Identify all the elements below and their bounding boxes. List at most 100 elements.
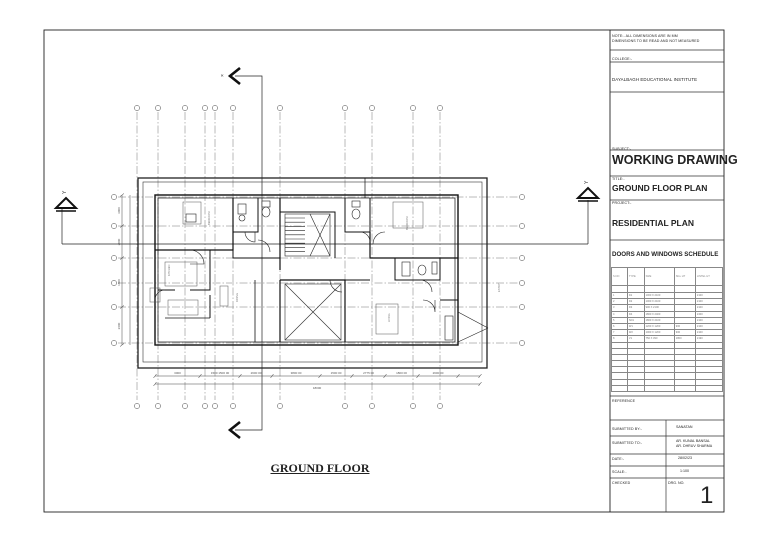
grid-bubble [111,280,117,286]
grid-bubble [155,105,161,111]
dim-tick [270,373,274,379]
title-value: GROUND FLOOR PLAN [612,183,708,193]
grid-bubble [410,105,416,111]
dim-text: 1800 00 [396,371,407,375]
note-line-2: DIMENSIONS TO BE READ AND NOT MEASURED [612,39,700,43]
grid-bubble [230,403,236,409]
section-marker-right: Y [575,180,601,202]
grid-bubble [212,403,218,409]
grid-bubble [277,403,283,409]
fixtures [185,200,454,341]
submitted-by-value: SANATAN [676,425,693,429]
grid-bubble [202,105,208,111]
grid-bubble [134,403,140,409]
grid-bubble [369,403,375,409]
grid-bubble [519,255,525,261]
grid-bubble [519,340,525,346]
scale-label: SCALE:- [612,470,627,474]
dim-text: 2775 00 [363,371,374,375]
dim-tick [119,343,125,347]
section-marker-left: Y [53,190,79,212]
dim-tick [153,373,157,379]
grid-bubble [111,194,117,200]
grid-bubble [437,105,443,111]
plinth-outline [137,177,488,369]
section-lines [61,75,589,431]
svg-text:BEDROOM: BEDROOM [207,212,211,225]
grid-bubble [437,403,443,409]
date-value: 28/02/23 [678,456,692,460]
dim-tick [383,373,387,379]
dim-text: 1500 1500 00 [211,371,230,375]
svg-text:ENTRY: ENTRY [497,283,501,292]
furniture-outlines [149,201,424,335]
date-label: DATE:- [612,457,625,461]
submitted-by-label: SUBMITTED BY:- [612,427,642,431]
grid-bubble [519,280,525,286]
schedule-header-cell: SIZE [643,267,675,286]
checked-label: CHECKED [612,481,631,485]
schedule-empty-row [611,341,724,349]
section-marker-bottom [227,420,241,440]
dim-text: 3800 00 [291,371,302,375]
note-line-1: NOTE:- ALL DIMENSIONS ARE IN MM [612,34,678,38]
dim-tick [416,373,420,379]
dim-tick [153,381,157,387]
grid-bubble [519,223,525,229]
dim-tick [119,305,125,309]
title-label: TITLE:- [612,177,625,181]
schedule-empty-row [611,384,724,393]
dim-tick [318,373,322,379]
dim-text: 3000 [117,207,121,214]
building-walls [154,178,459,346]
schedule-header-cell: SILL HT [673,267,696,286]
schedule-title: DOORS AND WINDOWS SCHEDULE [612,251,719,258]
college-label: COLLEGE:- [612,57,633,61]
grid-bubble [342,403,348,409]
dim-tick [478,381,482,387]
dim-text: 3000 [174,371,181,375]
grid-bubble [410,403,416,409]
subject-value: WORKING DRAWING [612,153,738,167]
svg-text:DINING: DINING [235,293,239,302]
dim-text: 2000 [117,238,121,245]
drg-no-label: DRG. NO. [668,481,685,485]
grid-bubble [182,403,188,409]
submitted-to-label: SUBMITTED TO:- [612,441,643,445]
dim-tick [119,193,125,197]
dim-text: 1800 [117,279,121,286]
grid-bubble [155,403,161,409]
svg-text:Y: Y [584,180,590,184]
grid-bubble [277,105,283,111]
staircase [284,213,331,257]
submitted-to-value-2: AR. DHRUV SHARMA [676,444,713,448]
project-value: RESIDENTIAL PLAN [612,218,695,228]
schedule-spacer-row [611,285,724,293]
grid-bubble [342,105,348,111]
dim-text: 1500 00 [331,371,342,375]
door-swings [154,231,489,343]
dim-tick [350,373,354,379]
project-label: PROJECT:- [612,201,632,205]
svg-text:×: × [220,74,226,77]
svg-text:Y: Y [62,190,68,194]
grid-bubble [111,255,117,261]
dim-tick [198,373,202,379]
submitted-to-value-1: AR. KUNAL BANSAL [676,439,711,443]
scale-value: 1:100 [680,469,689,473]
dim-tick [119,224,125,228]
svg-text:KITCHEN: KITCHEN [167,264,171,276]
grid-bubble [111,340,117,346]
reference-label: REFERENCE [612,399,636,403]
dimension-lines [121,195,480,385]
dimension-ticks [119,193,482,387]
section-marker-top: × [220,66,241,86]
room-labels: BEDROOM BEDROOM KITCHEN DINING LIVING EN… [167,212,501,322]
dim-text: 2600 [117,322,121,329]
grid-bubble [111,304,117,310]
plot-outline [142,181,483,363]
schedule-header-cell: LINTEL HT [694,267,724,286]
schedule-header-cell: S.NO [611,267,628,286]
